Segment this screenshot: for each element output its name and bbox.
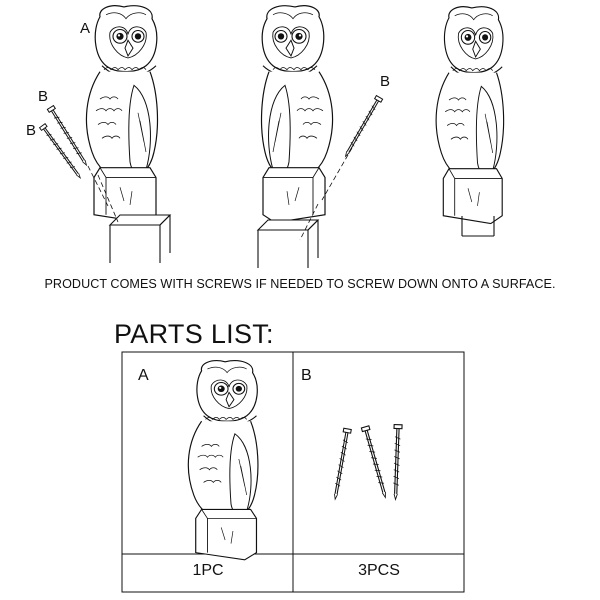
figure-1-owl-with-screws: [38, 5, 171, 264]
parts-table: [121, 351, 465, 593]
part-b-letter: B: [301, 367, 312, 384]
parts-owl-figure: [187, 360, 259, 561]
screw-b3: [389, 422, 404, 502]
screw-2: [340, 94, 385, 160]
owl-figure-1: [85, 5, 159, 224]
post-2: [257, 219, 319, 269]
screw-b1: [329, 426, 353, 502]
guide-line-4: [321, 147, 353, 201]
label-a-figure-1: A: [80, 20, 91, 37]
screw-b2: [359, 424, 391, 501]
parts-screws: [329, 422, 404, 502]
figure-2-owl-with-screw: [257, 5, 385, 269]
guide-line-3: [299, 203, 319, 241]
post-1: [109, 214, 171, 264]
screw-1a: [45, 104, 91, 169]
figure-3-owl-mounted: [435, 6, 505, 237]
screws-note: PRODUCT COMES WITH SCREWS IF NEEDED TO S…: [44, 277, 556, 291]
label-b-figure-2: B: [380, 73, 391, 90]
part-a-quantity: 1PC: [192, 562, 224, 579]
parts-list-title: PARTS LIST:: [114, 319, 274, 349]
part-b-quantity: 3PCS: [358, 562, 400, 579]
post-3: [461, 216, 495, 237]
owl-figure-3: [435, 6, 505, 225]
label-b-figure-1-lower: B: [26, 122, 37, 139]
label-b-figure-1-upper: B: [38, 88, 49, 105]
owl-figure-2: [260, 5, 334, 224]
part-a-letter: A: [138, 367, 149, 384]
guide-line-1: [97, 174, 119, 223]
